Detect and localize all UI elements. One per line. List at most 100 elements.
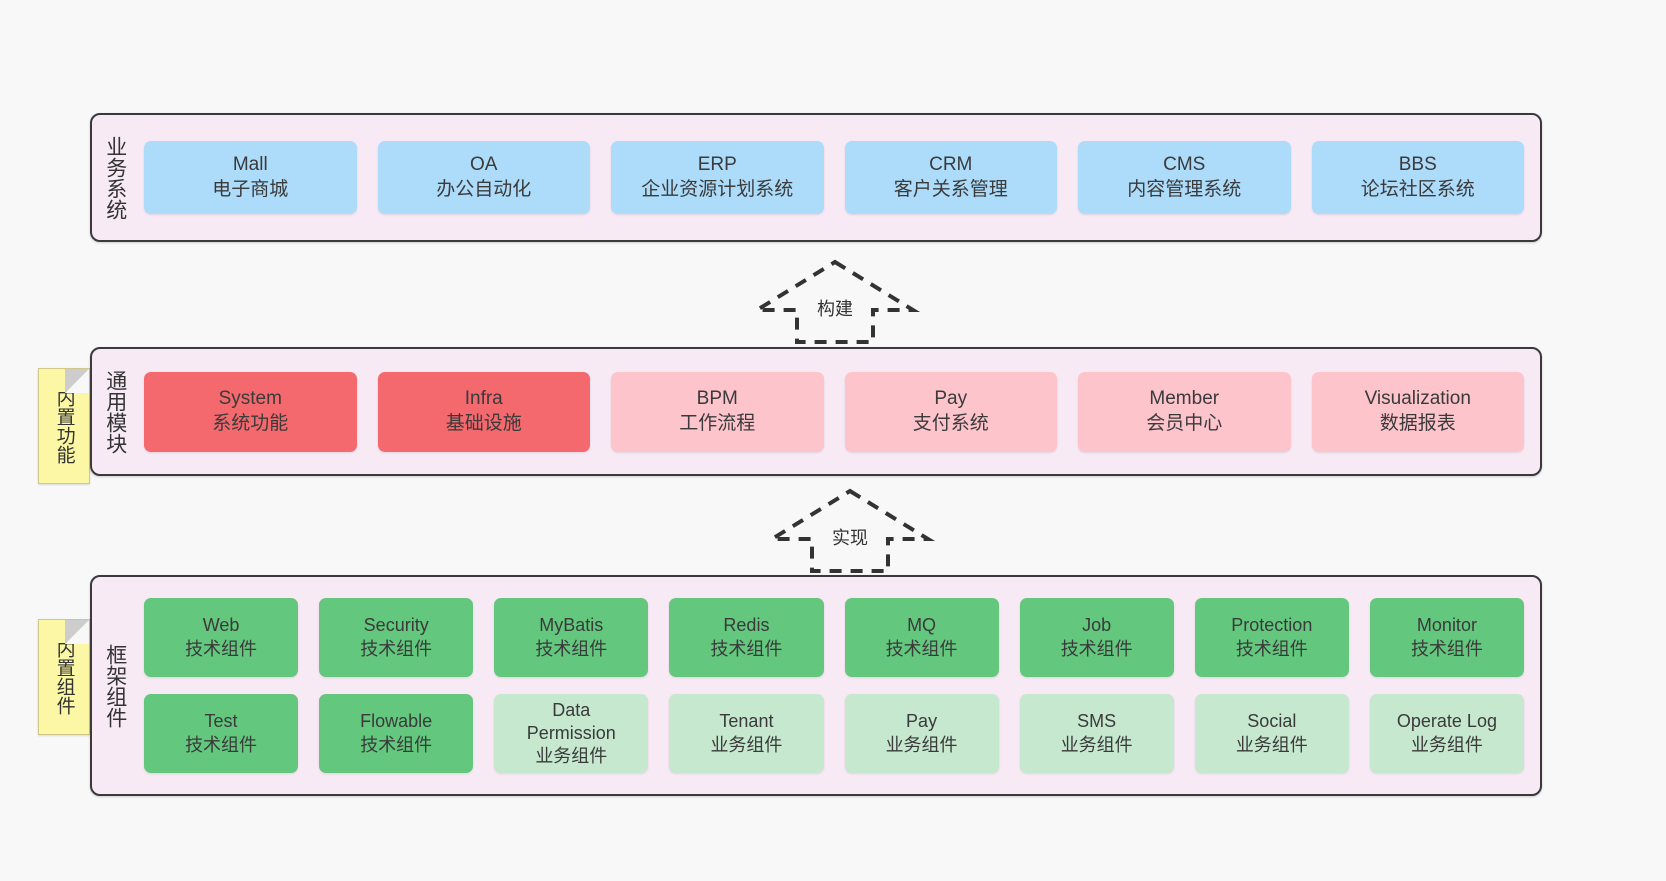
panel-business-system-title: 业务系统 xyxy=(103,135,127,220)
card-mq[interactable]: MQ 技术组件 xyxy=(844,598,999,677)
card-cms-title: CMS xyxy=(1163,154,1206,176)
arrow-build: 构建 xyxy=(745,258,925,344)
card-sms-subtitle: 业务组件 xyxy=(1060,734,1133,755)
card-crm-subtitle: 客户关系管理 xyxy=(893,178,1008,200)
card-infra-subtitle: 基础设施 xyxy=(445,412,522,434)
card-flowable-subtitle: 技术组件 xyxy=(360,734,433,755)
card-operate-log[interactable]: Operate Log 业务组件 xyxy=(1369,694,1524,773)
card-erp-title: ERP xyxy=(697,154,737,176)
sticky-note-builtin-function: 内置功能 xyxy=(38,368,90,484)
card-bbs[interactable]: BBS 论坛社区系统 xyxy=(1311,141,1524,214)
card-system-subtitle: 系统功能 xyxy=(212,412,289,434)
card-bbs-title: BBS xyxy=(1398,154,1437,176)
card-web[interactable]: Web 技术组件 xyxy=(144,598,299,677)
card-bpm[interactable]: BPM 工作流程 xyxy=(611,371,824,452)
card-oa-title: OA xyxy=(470,154,498,176)
card-infra-title: Infra xyxy=(464,388,503,410)
framework-components-row-business: Test 技术组件 Flowable 技术组件 Data Permission … xyxy=(144,694,1524,773)
card-security[interactable]: Security 技术组件 xyxy=(319,598,474,677)
card-mybatis-title: MyBatis xyxy=(539,615,604,636)
card-sms-title: SMS xyxy=(1077,711,1117,732)
card-data-permission-subtitle: 业务组件 xyxy=(535,746,608,767)
card-crm[interactable]: CRM 客户关系管理 xyxy=(844,141,1057,214)
card-security-subtitle: 技术组件 xyxy=(360,638,433,659)
card-mall[interactable]: Mall 电子商城 xyxy=(144,141,357,214)
card-mall-title: Mall xyxy=(232,154,268,176)
card-pay-component-subtitle: 业务组件 xyxy=(885,734,958,755)
card-redis-title: Redis xyxy=(723,615,770,636)
card-erp-subtitle: 企业资源计划系统 xyxy=(641,178,794,200)
card-protection-title: Protection xyxy=(1231,615,1313,636)
framework-components-row-technical: Web 技术组件 Security 技术组件 MyBatis 技术组件 Redi… xyxy=(144,598,1524,677)
card-erp[interactable]: ERP 企业资源计划系统 xyxy=(611,141,824,214)
sticky-note-builtin-function-label: 内置功能 xyxy=(53,388,75,464)
card-web-title: Web xyxy=(202,615,240,636)
card-bpm-title: BPM xyxy=(696,388,738,410)
card-mybatis-subtitle: 技术组件 xyxy=(535,638,608,659)
card-oa[interactable]: OA 办公自动化 xyxy=(377,141,590,214)
card-member-subtitle: 会员中心 xyxy=(1146,412,1223,434)
panel-framework-components-title: 框架组件 xyxy=(103,643,127,728)
card-monitor-subtitle: 技术组件 xyxy=(1410,638,1483,659)
card-monitor[interactable]: Monitor 技术组件 xyxy=(1369,598,1524,677)
card-monitor-title: Monitor xyxy=(1416,615,1477,636)
card-pay-module-title: Pay xyxy=(934,388,968,410)
card-bbs-subtitle: 论坛社区系统 xyxy=(1360,178,1475,200)
card-job[interactable]: Job 技术组件 xyxy=(1019,598,1174,677)
card-visualization-title: Visualization xyxy=(1364,388,1471,410)
sticky-note-builtin-component-label: 内置组件 xyxy=(53,639,75,715)
card-tenant[interactable]: Tenant 业务组件 xyxy=(669,694,824,773)
card-data-permission[interactable]: Data Permission 业务组件 xyxy=(494,694,649,773)
card-test-title: Test xyxy=(204,711,238,732)
card-social-subtitle: 业务组件 xyxy=(1235,734,1308,755)
card-infra[interactable]: Infra 基础设施 xyxy=(377,371,590,452)
panel-framework-components-body: Web 技术组件 Security 技术组件 MyBatis 技术组件 Redi… xyxy=(138,577,1540,794)
card-web-subtitle: 技术组件 xyxy=(185,638,258,659)
card-sms[interactable]: SMS 业务组件 xyxy=(1019,694,1174,773)
card-social-title: Social xyxy=(1247,711,1297,732)
card-data-permission-title-line2: Permission xyxy=(526,722,616,743)
card-redis[interactable]: Redis 技术组件 xyxy=(669,598,824,677)
panel-framework-components: 框架组件 Web 技术组件 Security 技术组件 MyBatis 技术组件… xyxy=(90,575,1542,796)
panel-common-modules-title: 通用模块 xyxy=(103,369,127,454)
panel-common-modules: 通用模块 System 系统功能 Infra 基础设施 BPM 工作流程 Pay xyxy=(90,347,1542,476)
panel-business-system-body: Mall 电子商城 OA 办公自动化 ERP 企业资源计划系统 CRM 客户关系… xyxy=(138,115,1540,240)
card-security-title: Security xyxy=(363,615,429,636)
card-social[interactable]: Social 业务组件 xyxy=(1194,694,1349,773)
panel-common-modules-body: System 系统功能 Infra 基础设施 BPM 工作流程 Pay 支付系统… xyxy=(138,349,1540,474)
arrow-implement: 实现 xyxy=(760,487,940,573)
card-member-title: Member xyxy=(1149,388,1220,410)
card-job-title: Job xyxy=(1082,615,1112,636)
card-bpm-subtitle: 工作流程 xyxy=(679,412,756,434)
card-member[interactable]: Member 会员中心 xyxy=(1078,371,1291,452)
card-system-title: System xyxy=(218,388,282,410)
card-mybatis[interactable]: MyBatis 技术组件 xyxy=(494,598,649,677)
business-system-row: Mall 电子商城 OA 办公自动化 ERP 企业资源计划系统 CRM 客户关系… xyxy=(144,141,1524,214)
card-redis-subtitle: 技术组件 xyxy=(710,638,783,659)
card-visualization[interactable]: Visualization 数据报表 xyxy=(1311,371,1524,452)
card-job-subtitle: 技术组件 xyxy=(1060,638,1133,659)
card-cms-subtitle: 内容管理系统 xyxy=(1127,178,1242,200)
card-data-permission-title-line1: Data xyxy=(552,699,591,720)
card-test-subtitle: 技术组件 xyxy=(185,734,258,755)
card-mq-subtitle: 技术组件 xyxy=(885,638,958,659)
card-protection[interactable]: Protection 技术组件 xyxy=(1194,598,1349,677)
card-mq-title: MQ xyxy=(907,615,937,636)
card-flowable-title: Flowable xyxy=(360,711,433,732)
card-test[interactable]: Test 技术组件 xyxy=(144,694,299,773)
card-operate-log-subtitle: 业务组件 xyxy=(1410,734,1483,755)
sticky-note-builtin-component: 内置组件 xyxy=(38,619,90,735)
card-cms[interactable]: CMS 内容管理系统 xyxy=(1078,141,1291,214)
card-pay-component[interactable]: Pay 业务组件 xyxy=(844,694,999,773)
card-system[interactable]: System 系统功能 xyxy=(144,371,357,452)
card-flowable[interactable]: Flowable 技术组件 xyxy=(319,694,474,773)
card-pay-module-subtitle: 支付系统 xyxy=(912,412,989,434)
card-crm-title: CRM xyxy=(929,154,973,176)
card-protection-subtitle: 技术组件 xyxy=(1235,638,1308,659)
card-visualization-subtitle: 数据报表 xyxy=(1379,412,1456,434)
card-mall-subtitle: 电子商城 xyxy=(212,178,289,200)
card-operate-log-title: Operate Log xyxy=(1396,711,1497,732)
arrow-build-label: 构建 xyxy=(817,299,853,319)
card-pay-module[interactable]: Pay 支付系统 xyxy=(844,371,1057,452)
card-pay-component-title: Pay xyxy=(906,711,938,732)
